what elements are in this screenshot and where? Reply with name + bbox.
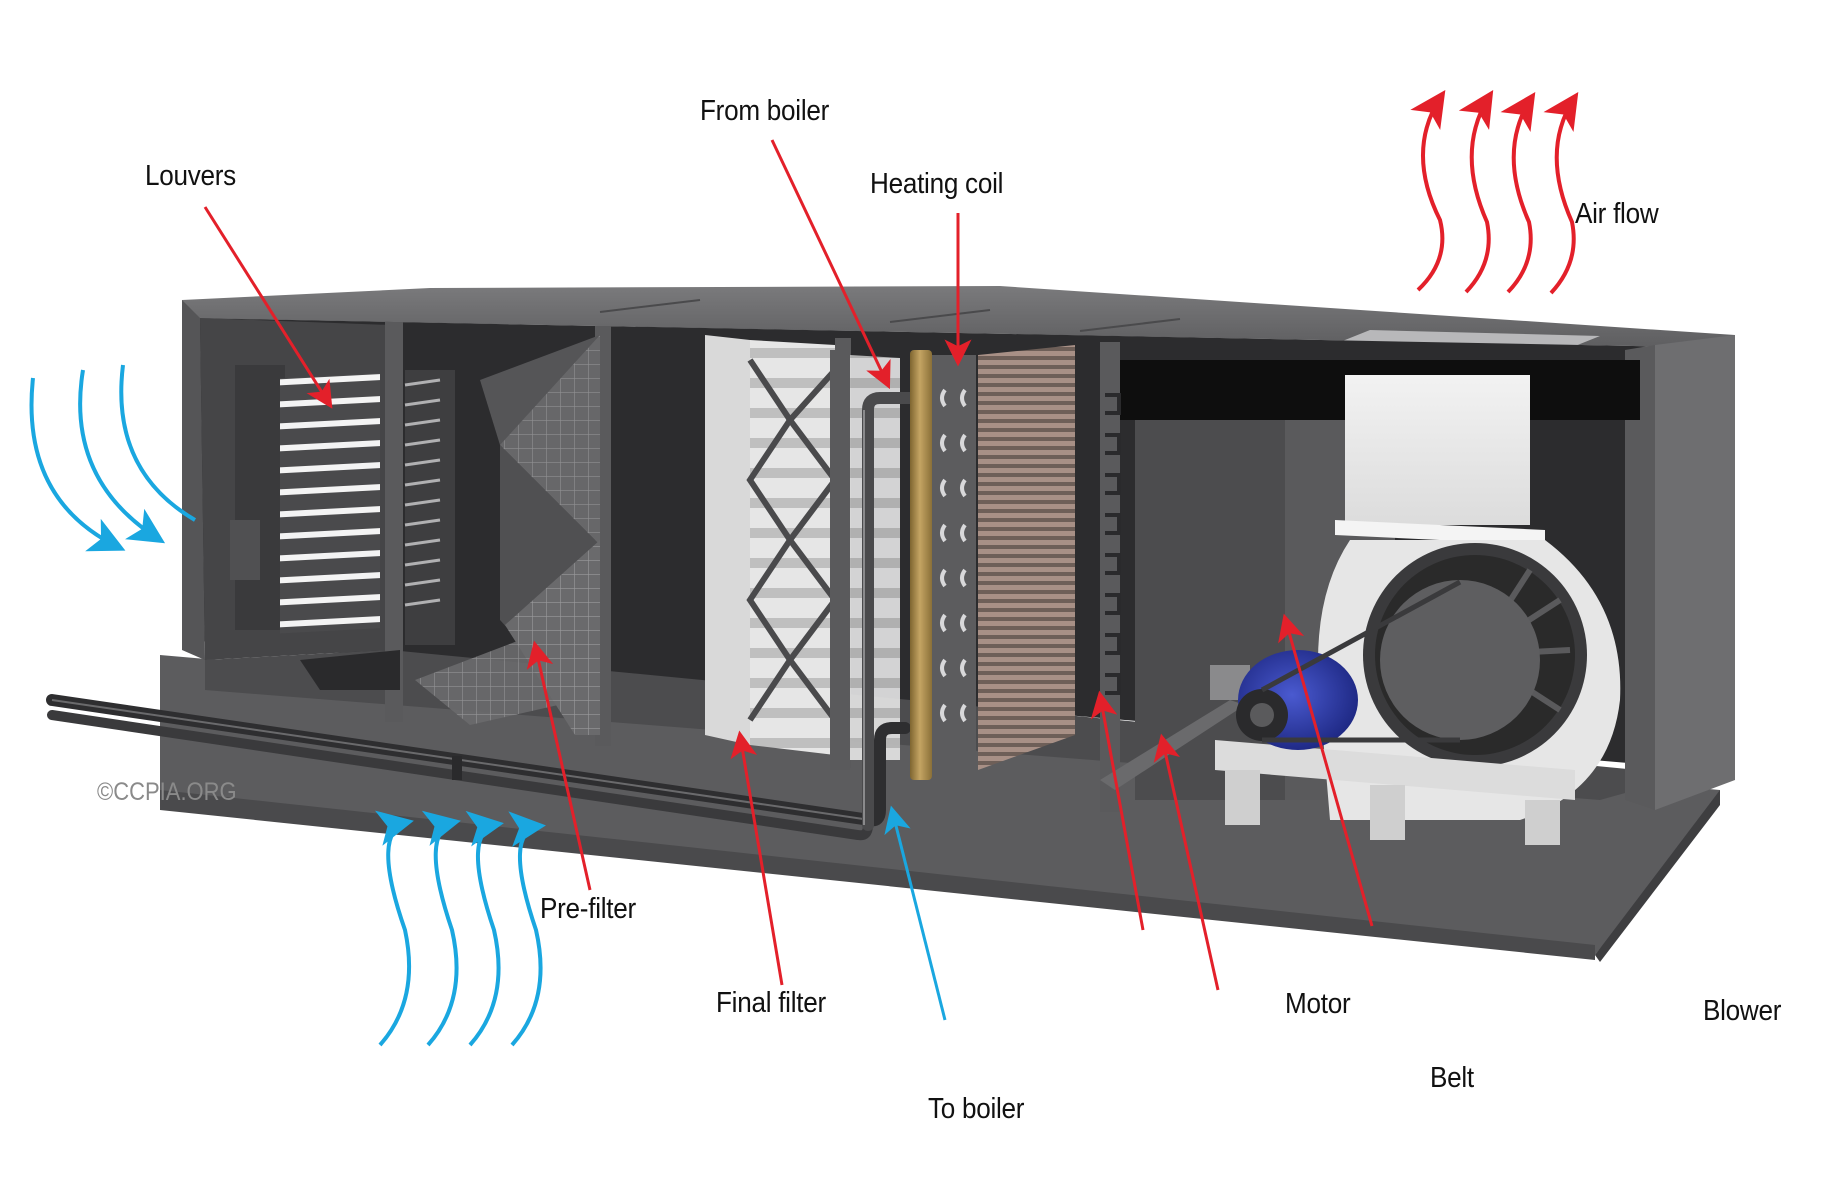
drive-belt xyxy=(1260,579,1462,743)
heating-coil xyxy=(910,345,1075,780)
blower-pulley xyxy=(1380,580,1540,740)
pre-filter-panel xyxy=(505,540,600,735)
blower-discharge xyxy=(1345,375,1530,525)
coil-return-bends xyxy=(940,388,967,723)
exhaust-arrow-1 xyxy=(1410,90,1446,292)
return-pipe xyxy=(46,694,911,827)
callout-leaders xyxy=(203,139,1374,1021)
intake-arrow-side-2 xyxy=(78,369,166,544)
label-to-boiler: To boiler xyxy=(928,1093,1025,1125)
label-air-flow: Air flow xyxy=(1575,198,1659,230)
leader-motor xyxy=(1090,690,1145,931)
coil-fins xyxy=(978,345,1075,770)
leader-blower xyxy=(1278,613,1374,927)
cabinet-left-wall xyxy=(182,300,205,660)
intake-air-arrows-bottom xyxy=(374,810,546,1047)
intake-arrow-bottom-2 xyxy=(421,810,461,1047)
label-heating-coil: Heating coil xyxy=(870,168,1004,200)
label-from-boiler: From boiler xyxy=(700,95,830,127)
exhaust-arrow-3 xyxy=(1500,91,1536,294)
intake-arrow-bottom-1 xyxy=(374,810,414,1047)
label-motor: Motor xyxy=(1285,988,1351,1020)
intake-air-arrows-side xyxy=(29,364,197,552)
leader-from-boiler xyxy=(770,139,891,390)
intake-arrow-bottom-3 xyxy=(465,810,504,1047)
blower xyxy=(1215,375,1621,845)
intake-arrow-bottom-4 xyxy=(508,811,546,1047)
supply-riser xyxy=(862,392,918,831)
leader-belt xyxy=(1153,733,1220,991)
intake-arrow-side-3 xyxy=(119,364,197,522)
cabinet-base xyxy=(160,655,1720,955)
leader-louvers xyxy=(203,206,333,409)
leader-final-filter xyxy=(730,730,784,986)
piping xyxy=(46,392,918,841)
label-final-filter: Final filter xyxy=(716,987,826,1019)
exhaust-arrow-2 xyxy=(1458,89,1494,294)
intake-arrow-side-1 xyxy=(29,377,126,552)
cabinet-right-wall xyxy=(1655,335,1735,810)
label-louvers: Louvers xyxy=(145,160,236,192)
leader-to-boiler xyxy=(884,805,947,1021)
label-pre-filter: Pre-filter xyxy=(540,893,636,925)
exhaust-air-arrows xyxy=(1410,89,1579,295)
coil-header xyxy=(910,350,932,780)
louver-blades xyxy=(280,373,380,634)
final-filter-frame xyxy=(705,335,750,745)
louver-section xyxy=(230,365,455,645)
copyright-watermark: ©CCPIA.ORG xyxy=(97,778,237,806)
divider-1 xyxy=(385,322,403,722)
exhaust-arrow-4 xyxy=(1543,91,1579,295)
leader-pre-filter xyxy=(526,640,592,891)
motor xyxy=(1210,650,1358,750)
final-filter xyxy=(705,335,900,770)
blower-base xyxy=(1215,740,1575,800)
label-blower: Blower xyxy=(1703,995,1782,1027)
label-belt: Belt xyxy=(1430,1062,1474,1094)
